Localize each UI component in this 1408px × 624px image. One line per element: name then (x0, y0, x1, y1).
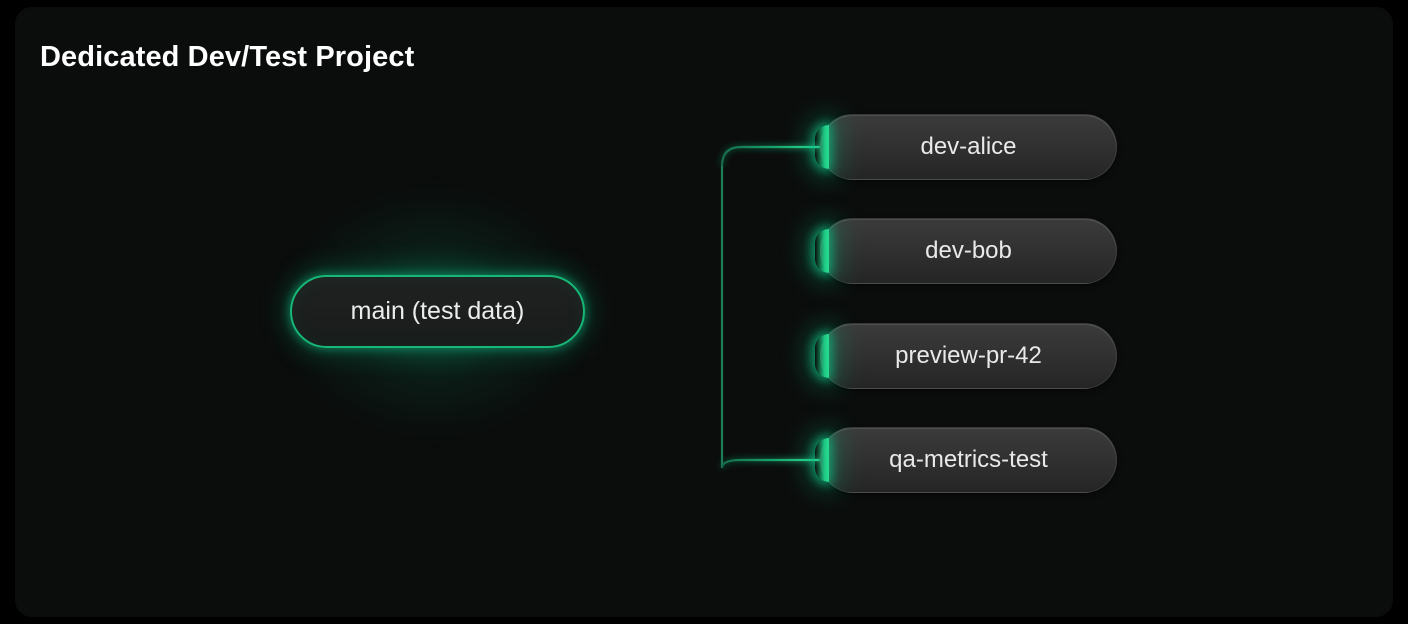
diagram-canvas: Dedicated Dev/Test Project (16, 8, 1392, 616)
branch-node-dev-bob[interactable]: dev-bob (820, 218, 1117, 284)
connector-lines (585, 145, 822, 469)
page-title: Dedicated Dev/Test Project (40, 41, 415, 73)
branch-node-preview-pr-42[interactable]: preview-pr-42 (820, 323, 1117, 389)
root-node-main[interactable]: main (test data) (290, 275, 585, 348)
connector-branch-3 (720, 458, 822, 469)
branch-node-qa-metrics-test[interactable]: qa-metrics-test (820, 427, 1117, 493)
connector-branch-0 (720, 145, 822, 167)
branch-tree-diagram: main (test data) dev-alice dev-bob previ… (16, 8, 1392, 616)
branch-node-dev-alice[interactable]: dev-alice (820, 114, 1117, 180)
